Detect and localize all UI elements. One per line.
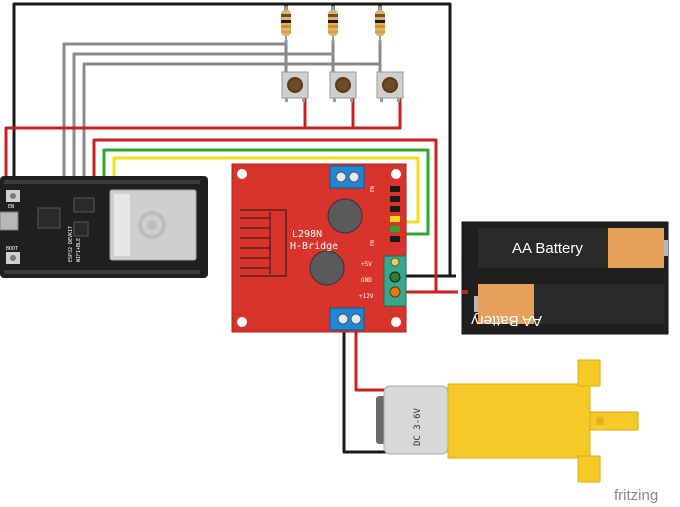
en-label: EN [8,204,14,210]
resistor-1 [281,6,291,44]
boot-label: BOOT [6,246,18,252]
wire-red-power [92,138,438,294]
push-button-1 [281,71,309,102]
resistors [281,6,385,44]
wire-red-motor [354,316,386,392]
driver-title-line2: H-Bridge [290,241,338,252]
wire-green [102,148,430,236]
capacitor-1 [327,198,363,234]
pin-label-12v: +12V [359,293,374,300]
terminal-power [383,255,407,307]
motor-label: DC 3-6V [413,407,423,446]
push-buttons [281,71,404,102]
resistor-3 [375,6,385,44]
pin-label-en-top: EN [370,186,376,192]
battery-label-top: AA Battery [512,240,583,257]
battery-cell-bottom: AA Battery [471,284,664,329]
heat-sink [240,209,287,277]
fritzing-watermark: fritzing [614,487,658,504]
terminal-bottom [329,307,365,331]
wire-yellow [112,156,420,224]
usb-chip [37,207,61,229]
wire-black-gnd-top [12,2,456,278]
l298n-driver: L298N H-Bridge +5V GND +12V EN EN [231,163,407,333]
pin-label-en-bottom: EN [370,240,376,246]
driver-title-line1: L298N [292,229,322,240]
battery-cell-top: AA Battery [478,228,668,268]
esp32-pins-bottom [4,270,200,274]
pin-label-5v: +5V [361,261,372,268]
battery-pack: AA Battery AA Battery [461,221,669,335]
wire-red-3v3 [4,98,402,178]
pin-label-gnd: GND [361,277,372,284]
capacitor-2 [309,250,345,286]
wires [4,2,458,454]
usb-port [0,211,19,231]
small-chip [73,221,89,237]
dc-motor: DC 3-6V [376,359,639,483]
driver-header-pins [390,186,400,242]
wire-black-motor [342,316,386,454]
esp32-board: EN BOOT ESP32 DEVKIT WIFI+BLE [0,176,208,278]
regulator-chip [73,197,95,213]
push-button-3 [376,71,404,102]
push-button-2 [329,71,357,102]
esp32-module-label: WIFI+BLE [76,238,82,262]
esp32-board-label: ESP32 DEVKIT [68,226,74,262]
battery-label-bottom: AA Battery [471,312,542,329]
esp32-pins-top [4,180,200,184]
resistor-2 [328,6,338,44]
espressif-logo [138,211,166,239]
terminal-top [329,165,365,189]
